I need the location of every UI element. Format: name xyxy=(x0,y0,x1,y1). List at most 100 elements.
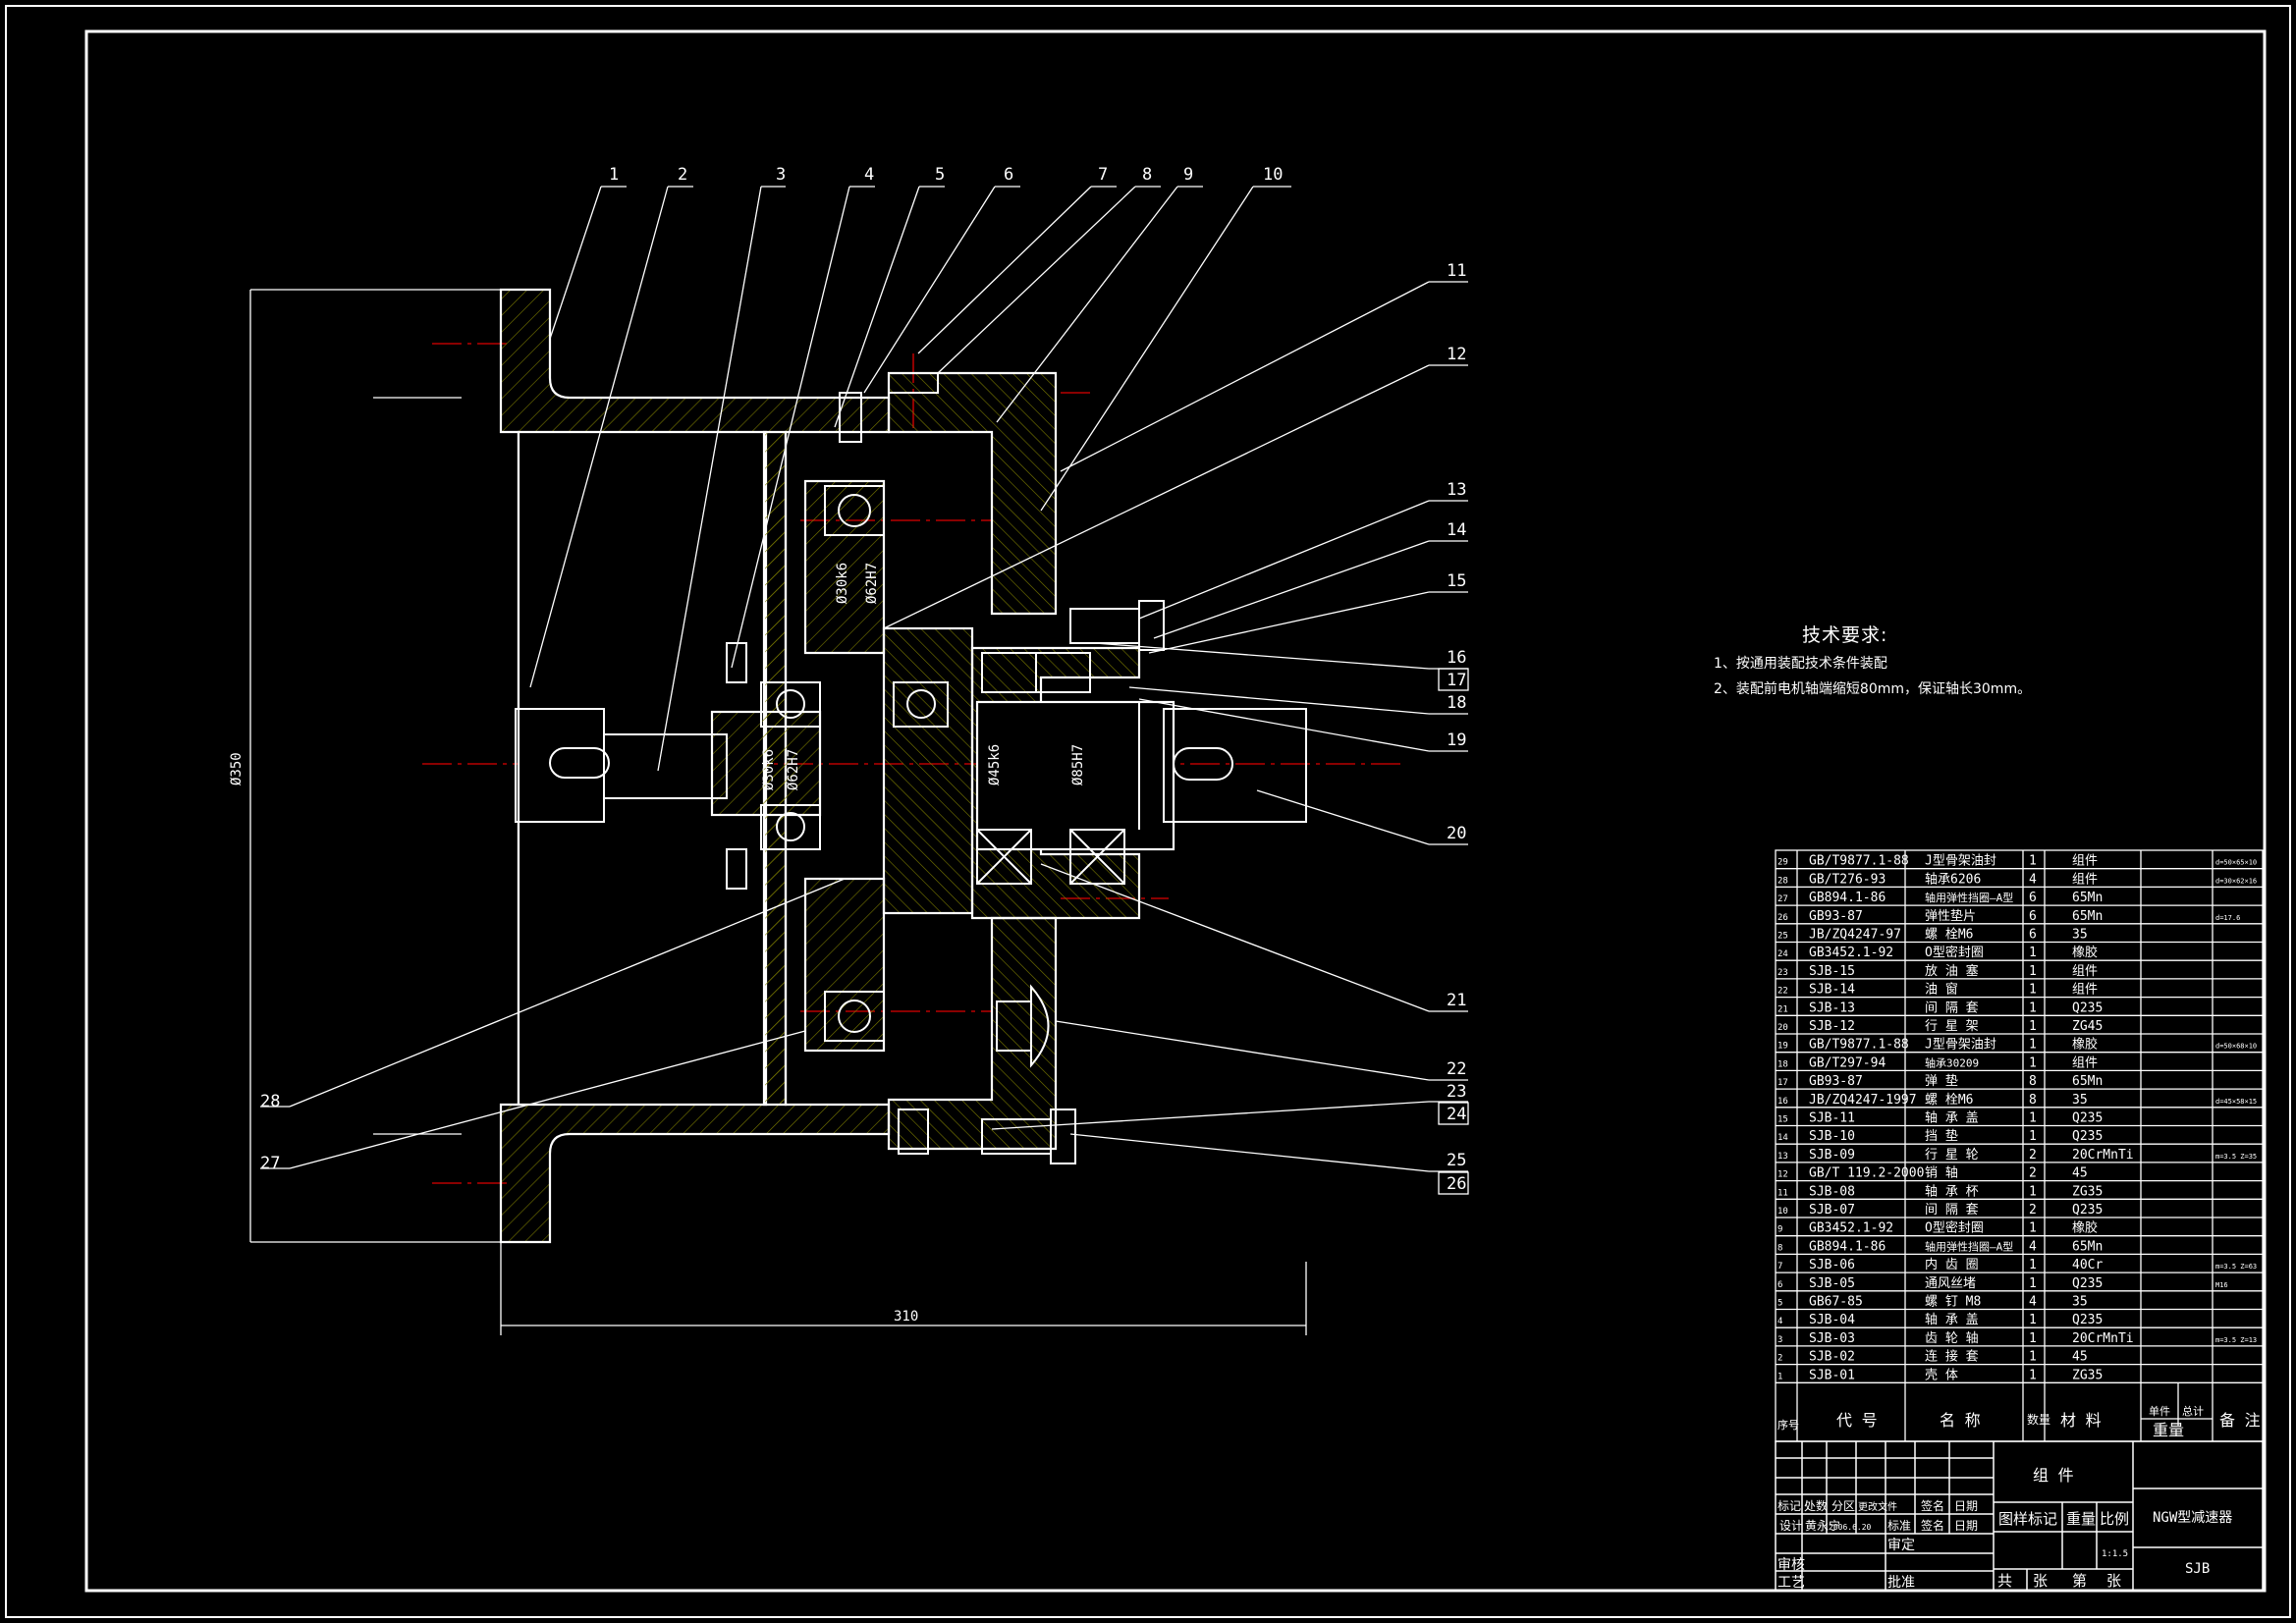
bom-cell-qty: 1 xyxy=(2029,1276,2037,1291)
balloon-21: 21 xyxy=(1447,991,1466,1010)
tb-date: 日期 xyxy=(1954,1499,1978,1513)
bom-cell-code: GB/T9877.1-88 xyxy=(1809,854,1909,869)
bom-cell-code: GB3452.1-92 xyxy=(1809,946,1893,960)
bom-cell-qty: 8 xyxy=(2029,1074,2037,1089)
bom-cell-code: GB/T 119.2-2000 xyxy=(1809,1166,1924,1181)
bom-cell-name: 壳 体 xyxy=(1925,1368,1958,1382)
bom-cell-qty: 1 xyxy=(2029,1038,2037,1053)
outer-frame xyxy=(5,5,2291,1618)
balloon-16: 16 xyxy=(1447,648,1466,668)
bom-cell-name: 螺 栓M6 xyxy=(1925,928,1973,943)
bom-cell-material: 组件 xyxy=(2072,1055,2098,1070)
bom-cell-qty: 6 xyxy=(2029,891,2037,905)
balloon-14: 14 xyxy=(1447,520,1466,540)
tb-design-date: 2006.6.20 xyxy=(1829,1523,1872,1532)
bom-cell-code: SJB-15 xyxy=(1809,964,1855,979)
bom-cell-material: 橡胶 xyxy=(2072,1037,2098,1053)
bom-cell-material: Q235 xyxy=(2072,1129,2103,1144)
bom-cell-qty: 2 xyxy=(2029,1203,2037,1217)
bom-cell-code: GB93-87 xyxy=(1809,909,1863,924)
bom-cell-name: J型骨架油封 xyxy=(1925,854,1996,869)
bom-cell-no: 8 xyxy=(1777,1243,1782,1253)
bom-cell-qty: 1 xyxy=(2029,964,2037,979)
bom-cell-qty: 1 xyxy=(2029,1221,2037,1236)
balloon-3: 3 xyxy=(776,165,786,185)
housing-section xyxy=(499,288,1175,1244)
bom-cell-code: JB/ZQ4247-97 xyxy=(1809,928,1901,943)
bom-cell-qty: 4 xyxy=(2029,872,2037,887)
bom-cell-name: 放 油 塞 xyxy=(1925,963,1979,979)
balloon-22: 22 xyxy=(1447,1059,1466,1079)
bom-cell-name: 轴用弹性挡圈—A型 xyxy=(1925,1239,2013,1253)
bom-cell-code: SJB-04 xyxy=(1809,1313,1855,1327)
bom-cell-material: 20CrMnTi xyxy=(2072,1148,2134,1163)
fit-2: Ø62H7 xyxy=(864,563,880,604)
bom-header-code: 代 号 xyxy=(1836,1411,1878,1430)
bom-cell-note: M16 xyxy=(2215,1281,2228,1289)
bom-cell-name: 弹性垫片 xyxy=(1925,908,1976,924)
inner-frame xyxy=(84,29,2267,1593)
bom-header-name: 名 称 xyxy=(1940,1411,1981,1430)
bom-cell-qty: 1 xyxy=(2029,1368,2037,1382)
bom-cell-note: d=45×58×15 xyxy=(2215,1098,2257,1106)
bom-cell-material: Q235 xyxy=(2072,1313,2103,1327)
bom-cell-code: GB67-85 xyxy=(1809,1295,1863,1310)
bom-cell-no: 20 xyxy=(1777,1023,1788,1033)
bom-cell-name: 轴承6206 xyxy=(1925,872,1981,887)
bom-cell-qty: 1 xyxy=(2029,1184,2037,1199)
bom-cell-code: SJB-02 xyxy=(1809,1350,1855,1365)
balloon-12: 12 xyxy=(1447,345,1466,364)
bearings xyxy=(760,485,1125,1042)
fit-5: Ø45k6 xyxy=(987,744,1003,785)
bom-cell-material: 组件 xyxy=(2072,964,2098,979)
bom-cell-code: SJB-09 xyxy=(1809,1148,1855,1163)
bom-cell-qty: 1 xyxy=(2029,1350,2037,1365)
tb-stage-mark: 图样标记 xyxy=(1998,1510,2057,1528)
tb-designer-label: 设计 xyxy=(1779,1519,1803,1533)
bom-cell-material: 65Mn xyxy=(2072,1239,2103,1254)
bom-cell-material: ZG45 xyxy=(2072,1019,2103,1034)
bom-cell-name: 弹 垫 xyxy=(1925,1073,1958,1089)
bom-cell-note: m=3.5 Z=63 xyxy=(2215,1263,2257,1271)
bom-cell-qty: 1 xyxy=(2029,854,2037,869)
leader-lines xyxy=(260,186,1469,1195)
bom-cell-material: Q235 xyxy=(2072,1001,2103,1015)
bom-cell-code: SJB-01 xyxy=(1809,1368,1855,1382)
bom-cell-name: 间 隔 套 xyxy=(1925,1202,1979,1217)
bom-cell-material: 组件 xyxy=(2072,854,2098,869)
bom-cell-note: d=30×62×16 xyxy=(2215,877,2257,885)
bom-cell-qty: 1 xyxy=(2029,1129,2037,1144)
tb-weight: 重量 xyxy=(2066,1510,2096,1528)
balloon-26: 26 xyxy=(1447,1174,1466,1194)
tb-approve-label: 批准 xyxy=(1887,1575,1915,1591)
bom-header-material: 材 料 xyxy=(2060,1411,2102,1430)
bom-cell-qty: 6 xyxy=(2029,928,2037,943)
bom-cell-note: d=17.6 xyxy=(2215,914,2240,922)
bom-cell-no: 1 xyxy=(1777,1372,1782,1381)
bom-cell-name: J型骨架油封 xyxy=(1925,1038,1996,1053)
balloon-25: 25 xyxy=(1447,1151,1466,1170)
bom-cell-material: 35 xyxy=(2072,1295,2088,1310)
balloon-10: 10 xyxy=(1263,165,1283,185)
bom-cell-no: 6 xyxy=(1777,1280,1782,1290)
bom-cell-qty: 6 xyxy=(2029,909,2037,924)
balloon-27: 27 xyxy=(260,1154,280,1173)
bom-header-no: 序号 xyxy=(1777,1418,1799,1432)
tb-sheets-current: 第 xyxy=(2072,1572,2087,1590)
dimension-labels: Ø350 310 Ø30k6 Ø62H7 Ø30k6 Ø62H7 Ø45k6 Ø… xyxy=(229,563,1086,1325)
bom-cell-material: 组件 xyxy=(2072,983,2098,998)
fit-6: Ø85H7 xyxy=(1070,744,1086,785)
tb-drawing-code: SJB xyxy=(2185,1561,2210,1577)
balloon-4: 4 xyxy=(864,165,874,185)
bom-cell-code: SJB-07 xyxy=(1809,1203,1855,1217)
balloon-9: 9 xyxy=(1183,165,1193,185)
balloon-5: 5 xyxy=(935,165,945,185)
tb-mark: 标记 xyxy=(1777,1499,1801,1513)
tb-scale: 比例 xyxy=(2100,1510,2129,1528)
tb-change-doc: 更改文件 xyxy=(1858,1500,1897,1513)
title-block: 标记 处数 分区 更改文件 签名 日期 设计 黄永宁 2006.6.20 标准 … xyxy=(1775,1440,2264,1592)
bom-cell-code: GB/T297-94 xyxy=(1809,1055,1886,1070)
bom-cell-note: m=3.5 Z=13 xyxy=(2215,1336,2257,1344)
bom-cell-material: 20CrMnTi xyxy=(2072,1331,2134,1346)
bom-cell-no: 18 xyxy=(1777,1059,1788,1069)
